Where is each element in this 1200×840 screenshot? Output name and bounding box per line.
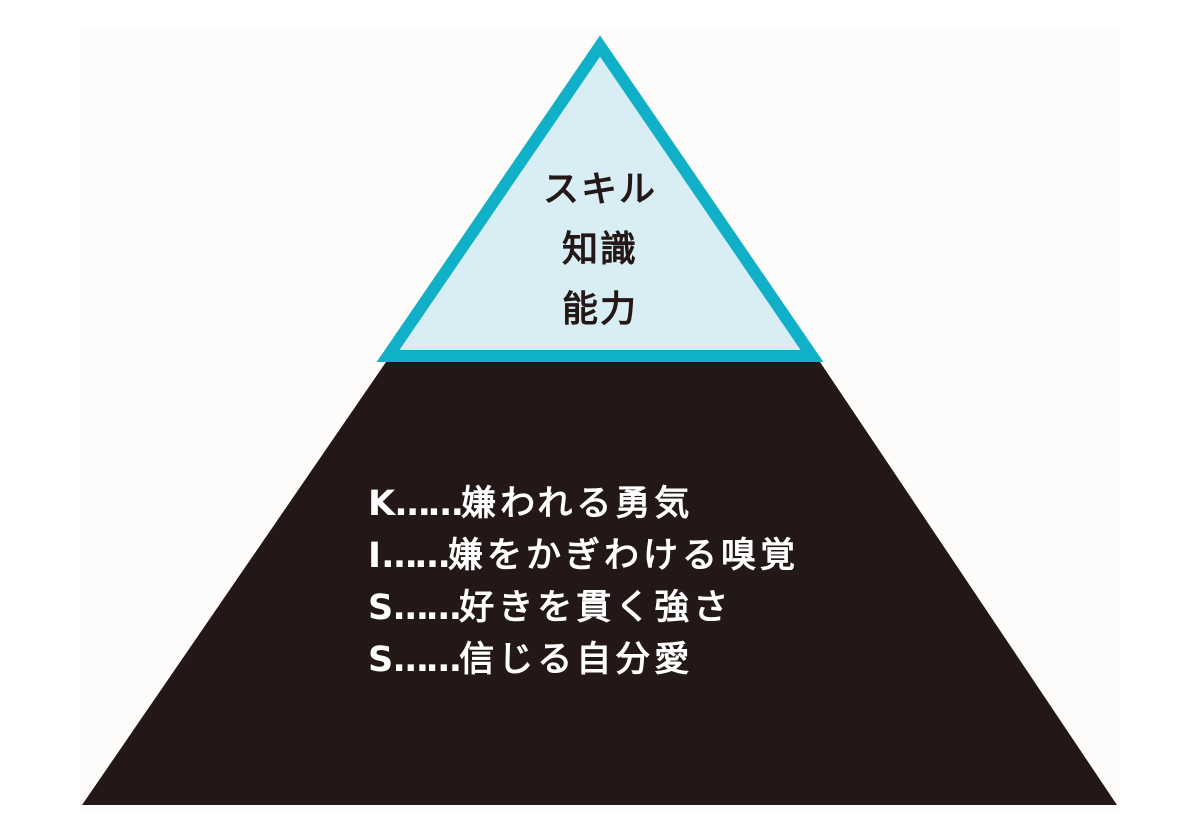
base-tier-list: K……嫌われる勇気 I……嫌をかぎわける嗅覚 S……好きを貫く強さ S……信じる…	[368, 478, 799, 686]
top-label-knowledge: 知識	[561, 229, 638, 270]
top-label-skill: スキル	[542, 169, 657, 210]
list-item-s1: S……好きを貫く強さ	[368, 582, 799, 634]
pyramid-top-tier	[376, 35, 824, 362]
item-dots: ……	[382, 536, 450, 576]
item-dots: ……	[393, 640, 461, 680]
item-phrase: 嫌をかぎわける嗅覚	[448, 536, 800, 576]
item-dots: ……	[395, 484, 463, 524]
item-phrase: 嫌われる勇気	[461, 484, 694, 524]
item-phrase: 好きを貫く強さ	[459, 588, 733, 628]
item-key: I	[368, 536, 382, 576]
top-tier-labels: スキル 知識 能力	[480, 160, 720, 340]
top-label-ability: 能力	[561, 289, 638, 330]
item-dots: ……	[393, 588, 461, 628]
item-key: S	[368, 640, 394, 680]
list-item-i: I……嫌をかぎわける嗅覚	[368, 530, 799, 582]
item-key: S	[368, 588, 394, 628]
list-item-s2: S……信じる自分愛	[368, 634, 799, 686]
list-item-k: K……嫌われる勇気	[368, 478, 799, 530]
item-key: K	[368, 484, 396, 524]
item-phrase: 信じる自分愛	[459, 640, 694, 680]
pyramid-base-tier	[82, 362, 1117, 805]
